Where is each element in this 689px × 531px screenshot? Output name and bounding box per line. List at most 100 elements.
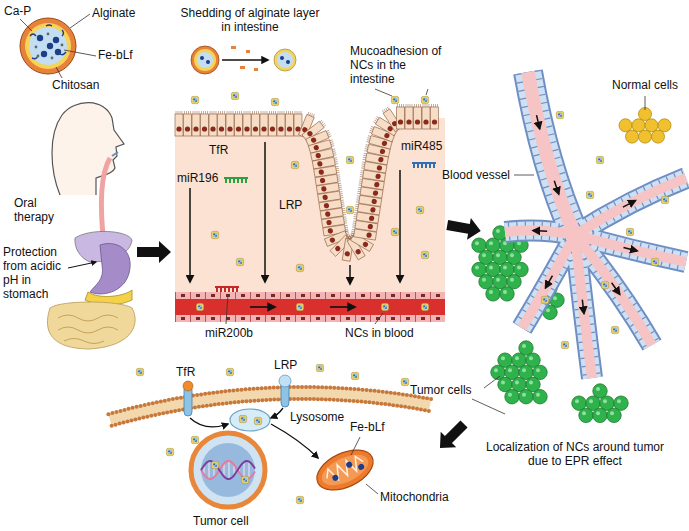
- lipid-head: [365, 388, 369, 392]
- mitochondrion: [311, 442, 380, 498]
- lipid-head: [248, 387, 252, 391]
- tumor-cell: [529, 356, 533, 360]
- lipid-head: [175, 396, 179, 400]
- tumor-cell: [553, 296, 557, 300]
- lipid-head: [389, 391, 393, 395]
- epithelial-cell: [340, 192, 344, 198]
- epithelial-cell: [422, 104, 430, 129]
- nanocapsule: [391, 228, 399, 236]
- epithelial-cell: [325, 211, 331, 217]
- epithelial-cell: [270, 126, 275, 131]
- alginate-shedding: [277, 52, 293, 68]
- callout-label: Mitochondria: [380, 490, 449, 504]
- lipid-head: [296, 385, 300, 389]
- capillary: [175, 292, 445, 322]
- lipid-head: [260, 398, 264, 402]
- leader-lines: [20, 19, 32, 31]
- lipid-head: [225, 401, 229, 405]
- epithelial-cell: [398, 119, 403, 124]
- lipid-head: [336, 398, 340, 402]
- leader-lines: [514, 175, 534, 176]
- flow-arrow: [582, 300, 584, 314]
- nanocapsule: [421, 251, 429, 259]
- epithelial-cell: [317, 161, 323, 167]
- alginate-shedding: [286, 60, 290, 64]
- epithelial-cell: [369, 126, 374, 133]
- nanocapsule: [596, 156, 604, 164]
- person-head: [112, 152, 118, 156]
- epithelial-cell: [209, 111, 217, 136]
- epithelial-cell: [431, 104, 439, 129]
- lipid-head: [244, 399, 248, 403]
- lipid-head: [373, 389, 377, 393]
- tumor-cell: [522, 368, 526, 372]
- lipid-head: [199, 392, 203, 396]
- mirna: [215, 163, 436, 292]
- tumor-cell: [589, 399, 593, 403]
- vessel-lumen: [505, 72, 686, 378]
- nanocapsule: [296, 496, 304, 504]
- lipid-head: [157, 412, 161, 416]
- callout-label: Ca-P: [4, 4, 31, 18]
- vessel-lumen: [522, 235, 575, 328]
- epithelial-cell: [287, 126, 292, 131]
- vessel-wall: [575, 178, 686, 235]
- callout-label: Mucoadhesion of NCs in the intestine: [350, 44, 450, 86]
- lipid-head: [252, 399, 256, 403]
- leader-lines: [64, 50, 96, 56]
- nanocapsule: [401, 378, 409, 386]
- callout-label: Chitosan: [52, 78, 99, 92]
- capillary: [175, 292, 445, 299]
- alginate-shedding: [240, 66, 245, 69]
- epithelial-cell: [313, 144, 319, 150]
- epithelial-cell: [378, 157, 384, 163]
- lipid-head: [411, 406, 415, 410]
- epithelial-cell: [371, 199, 377, 205]
- flow-arrow: [554, 181, 558, 194]
- nanocapsule: [316, 364, 324, 372]
- tumor-cell: [536, 368, 540, 372]
- epithelial-cell: [336, 166, 340, 172]
- callout-label: Blood vessel: [442, 168, 510, 182]
- nanocapsule-large: [35, 46, 38, 49]
- lipid-head: [332, 398, 336, 402]
- tumor-cell: [489, 266, 493, 270]
- lipid-head: [300, 397, 304, 401]
- epithelial-cell: [342, 208, 346, 214]
- tumor-cell: [489, 290, 493, 294]
- lipid-head: [195, 393, 199, 397]
- normal-cell: [626, 130, 639, 143]
- epithelial-cell: [376, 165, 382, 171]
- epithelial-cell: [193, 111, 199, 114]
- lipid-head: [272, 386, 276, 390]
- leader-lines: [226, 294, 228, 324]
- leader-lines: [484, 376, 500, 388]
- callout-label: Normal cells: [612, 78, 678, 92]
- epithelial-cell: [235, 114, 243, 136]
- lipid-head: [340, 398, 344, 402]
- lipid-head: [129, 418, 133, 422]
- lipid-head: [213, 403, 217, 407]
- nanocapsule: [271, 98, 279, 106]
- lipid-head: [304, 385, 308, 389]
- tumor-cell: [505, 390, 519, 404]
- epithelial-cell: [176, 111, 182, 114]
- digestive-organs: [68, 262, 96, 268]
- nanocapsule: [561, 341, 569, 349]
- mitochondrion: [311, 442, 380, 498]
- lipid-head: [401, 392, 405, 396]
- tumor-cell: [607, 408, 621, 422]
- epithelial-cell: [210, 126, 215, 131]
- lipid-head: [387, 403, 391, 407]
- lipid-head: [399, 404, 403, 408]
- tumor-cell: [617, 399, 621, 403]
- epithelial-cell: [337, 175, 341, 181]
- lipid-head: [223, 389, 227, 393]
- normal-cell: [645, 119, 658, 132]
- lipid-head: [268, 386, 272, 390]
- endothelium: [575, 178, 686, 235]
- epithelial-cell: [338, 183, 342, 189]
- intestine-lamina: [175, 118, 445, 292]
- tumor-cell: [546, 308, 550, 312]
